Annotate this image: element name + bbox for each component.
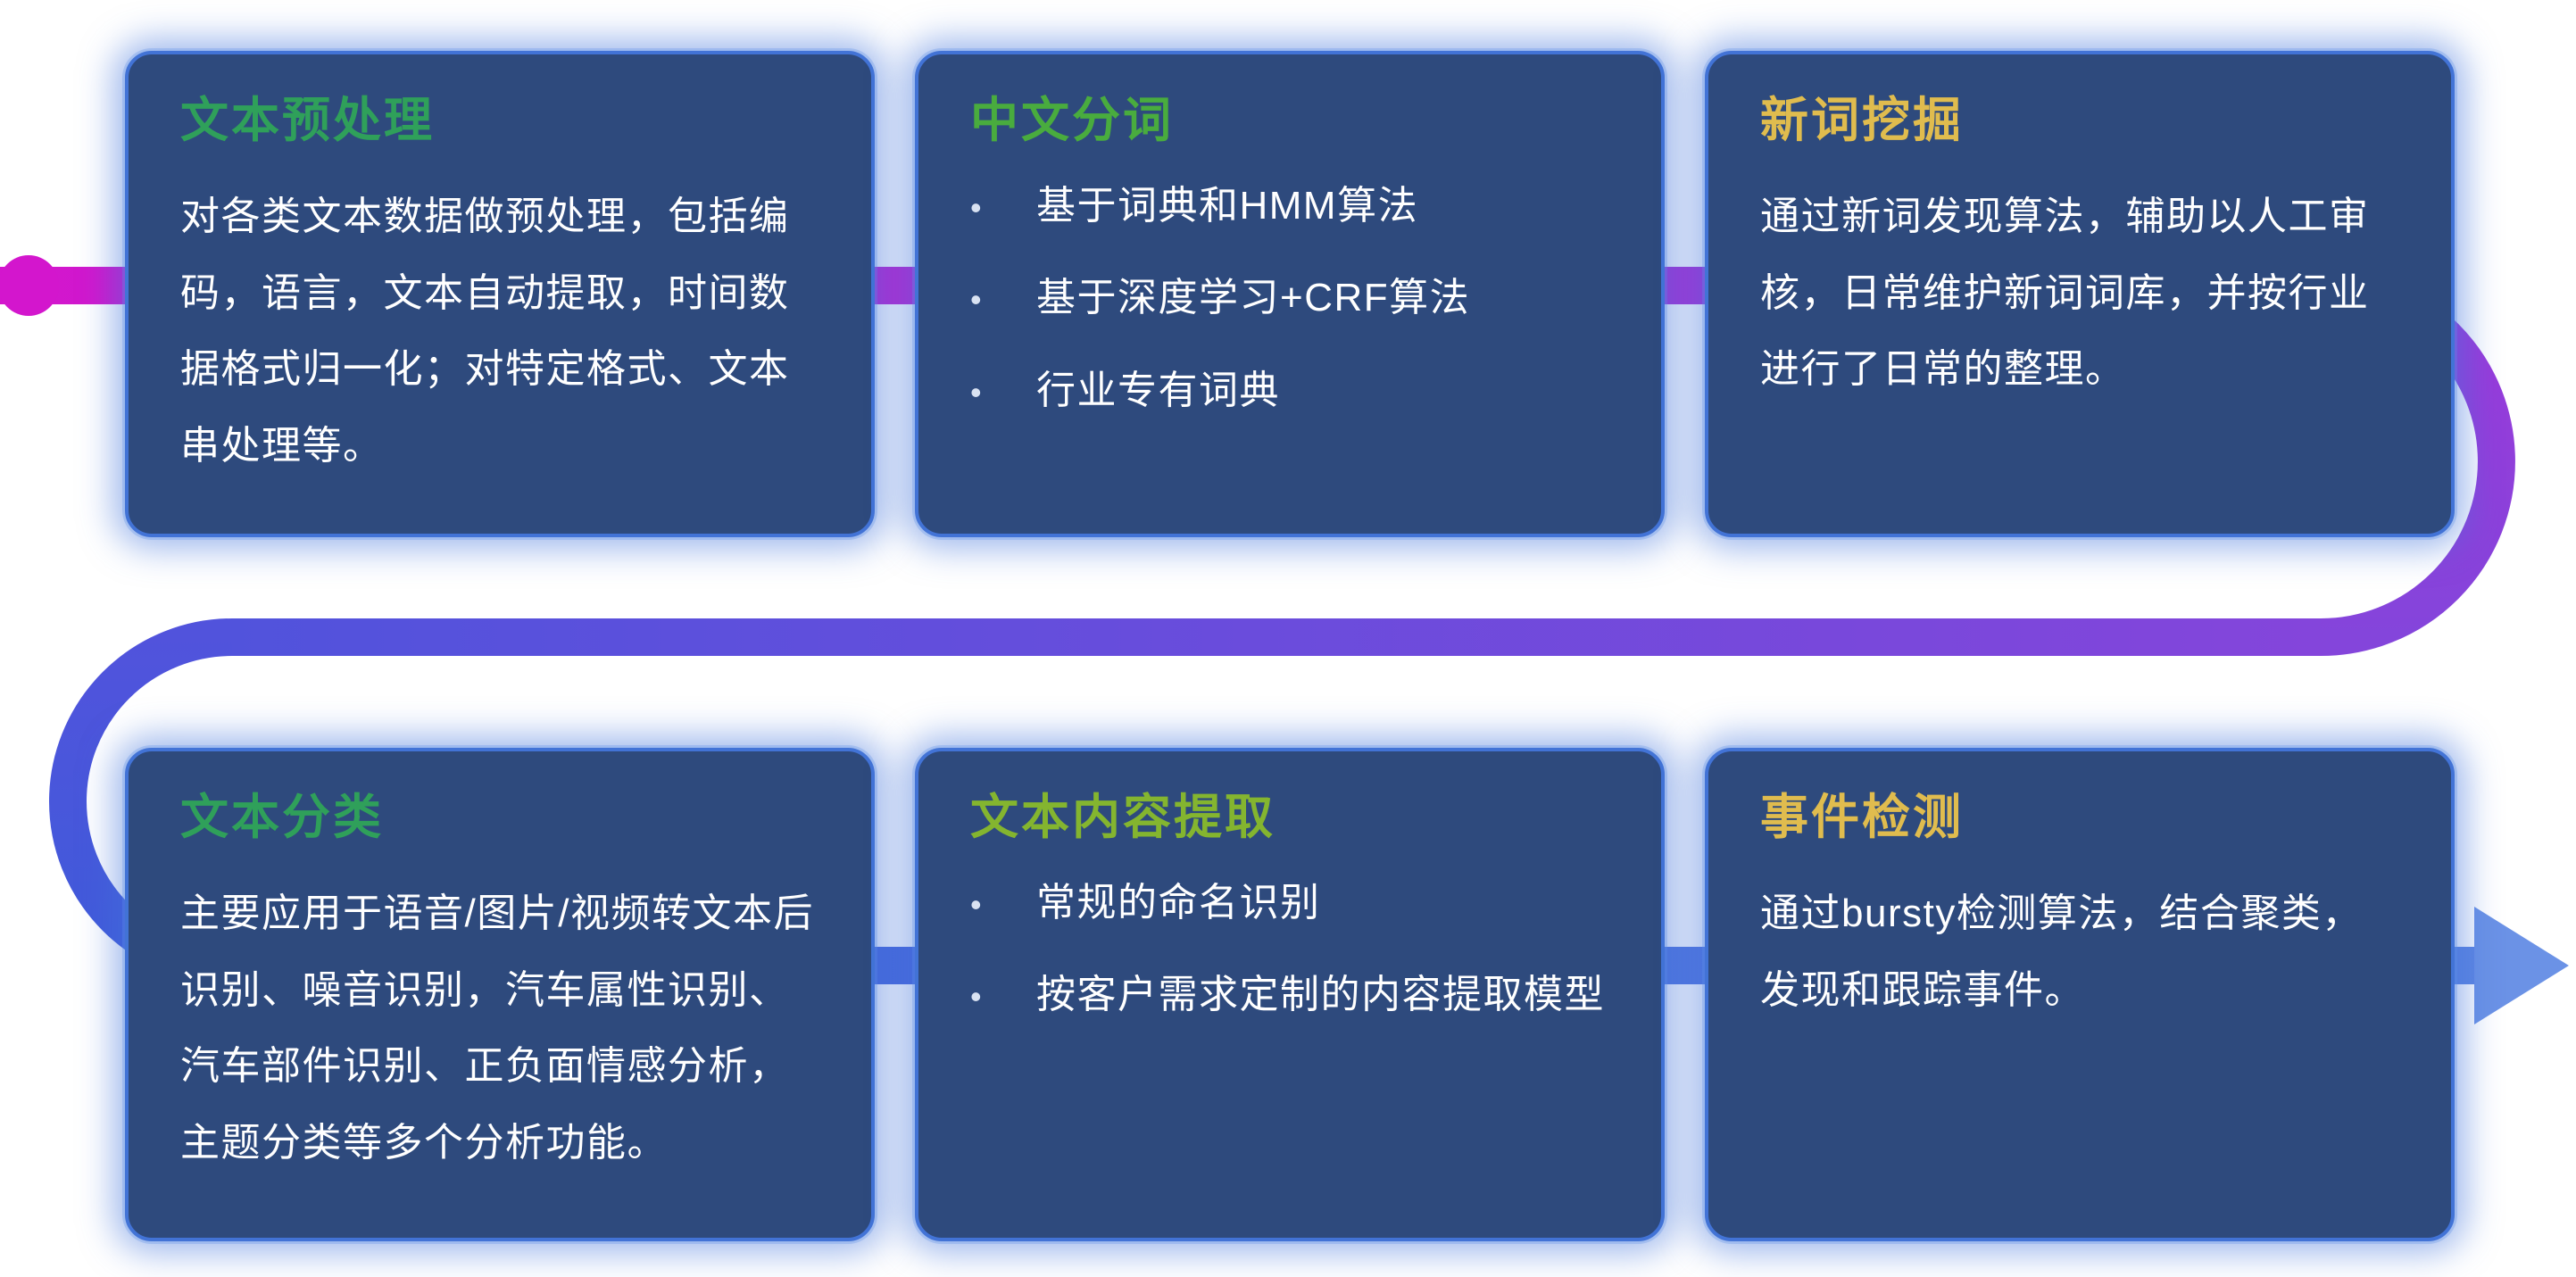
bullet-item: • 基于词典和HMM算法 (970, 178, 1609, 234)
card-title: 文本分类 (180, 791, 384, 844)
card-text-classification: 文本分类 主要应用于语音/图片/视频转文本后识别、噪音识别，汽车属性识别、汽车部… (125, 748, 875, 1241)
card-text-preprocessing: 文本预处理 对各类文本数据做预处理，包括编码，语言，文本自动提取，时间数据格式归… (125, 51, 875, 537)
bullet-item: • 行业专有词典 (970, 363, 1609, 419)
bullet-text: 按客户需求定制的内容提取模型 (1036, 973, 1605, 1017)
bullet-icon: • (970, 281, 984, 319)
bullet-item: • 常规的命名识别 (970, 875, 1609, 931)
bullet-icon: • (970, 373, 984, 410)
card-body-text: 通过bursty检测算法，结合聚类，发现和跟踪事件。 (1760, 891, 2363, 1012)
bullet-icon: • (970, 188, 984, 226)
card-body-text: 通过新词发现算法，辅助以人工审核，日常维护新词词库，并按行业进行了日常的整理。 (1760, 194, 2370, 392)
flow-start-dot (0, 255, 59, 316)
card-body-text: 主要应用于语音/图片/视频转文本后识别、噪音识别，汽车属性识别、汽车部件识别、正… (180, 891, 814, 1165)
card-title: 事件检测 (1760, 791, 1964, 844)
bullet-icon: • (970, 978, 984, 1016)
card-event-detection: 事件检测 通过bursty检测算法，结合聚类，发现和跟踪事件。 (1705, 748, 2455, 1241)
bullet-text: 基于词典和HMM算法 (1036, 183, 1419, 228)
bullet-text: 常规的命名识别 (1036, 880, 1321, 925)
bullet-item: • 按客户需求定制的内容提取模型 (970, 967, 1609, 1023)
card-title: 中文分词 (970, 94, 1174, 147)
bullet-list: • 常规的命名识别 • 按客户需求定制的内容提取模型 (970, 875, 1609, 1023)
bullet-item: • 基于深度学习+CRF算法 (970, 270, 1609, 326)
bullet-text: 基于深度学习+CRF算法 (1036, 276, 1471, 320)
bullet-list: • 基于词典和HMM算法 • 基于深度学习+CRF算法 • 行业专有词典 (970, 178, 1609, 419)
card-content-extraction: 文本内容提取 • 常规的命名识别 • 按客户需求定制的内容提取模型 (915, 748, 1665, 1241)
card-body-text: 对各类文本数据做预处理，包括编码，语言，文本自动提取，时间数据格式归一化；对特定… (180, 194, 790, 469)
bullet-icon: • (970, 885, 984, 923)
card-title: 新词挖掘 (1760, 94, 1964, 147)
card-word-segmentation: 中文分词 • 基于词典和HMM算法 • 基于深度学习+CRF算法 • 行业专有词… (915, 51, 1665, 537)
card-new-word-mining: 新词挖掘 通过新词发现算法，辅助以人工审核，日常维护新词词库，并按行业进行了日常… (1705, 51, 2455, 537)
bullet-text: 行业专有词典 (1036, 368, 1280, 412)
flow-end-arrow-icon (2474, 907, 2569, 1024)
card-title: 文本预处理 (180, 94, 435, 147)
card-title: 文本内容提取 (970, 791, 1276, 844)
